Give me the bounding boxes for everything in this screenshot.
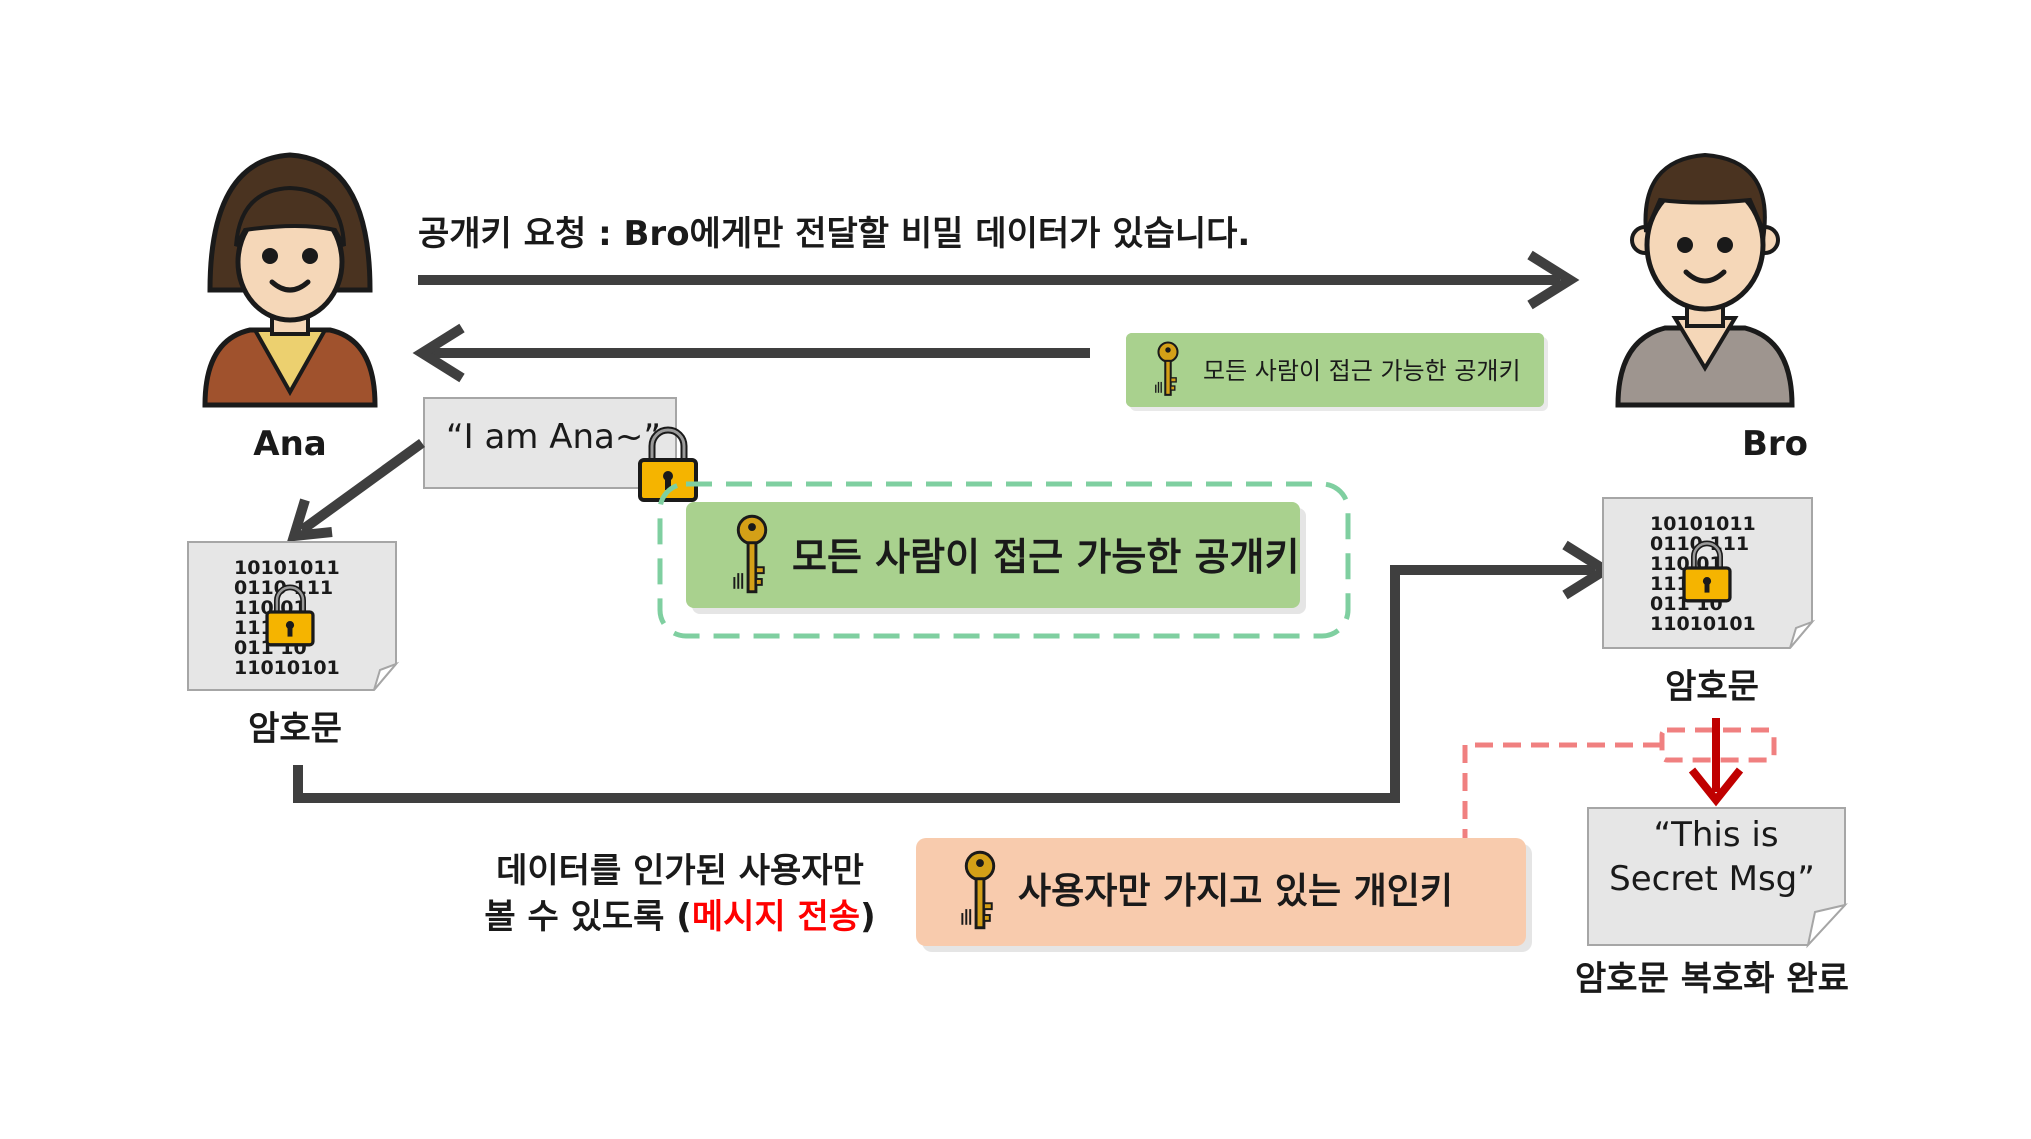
svg-text:11010101: 11010101 xyxy=(1650,613,1756,635)
public-key-large-label: 모든 사람이 접근 가능한 공개키 xyxy=(792,535,1299,579)
note-line2: 볼 수 있도록 (메시지 전송) xyxy=(484,897,875,937)
request-arrow xyxy=(418,250,1580,310)
public-key-small-label: 모든 사람이 접근 가능한 공개키 xyxy=(1203,357,1521,385)
svg-text:10101011: 10101011 xyxy=(1650,513,1756,535)
svg-text:11010101: 11010101 xyxy=(234,657,340,679)
public-key-badge-large: 모든 사람이 접근 가능한 공개키 xyxy=(686,502,1306,614)
note-line2-highlight: 메시지 전송 xyxy=(692,897,860,937)
decrypted-doc: “This is Secret Msg” xyxy=(1587,807,1848,949)
request-label: 공개키 요청 : Bro에게만 전달할 비밀 데이터가 있습니다. xyxy=(418,214,1250,254)
private-key-label: 사용자만 가지고 있는 개인키 xyxy=(1018,871,1453,912)
public-key-return-arrow xyxy=(412,323,1090,383)
ciphertext-doc-right: 10101011 0110 111 110 01 111 1 011 10 11… xyxy=(1602,497,1816,649)
public-key-dashed-frame xyxy=(657,481,1351,639)
ciphertext-right-label: 암호문 xyxy=(1665,667,1759,707)
private-key-dashed-connector xyxy=(1462,727,1777,875)
note-line1: 데이터를 인가된 사용자만 xyxy=(496,851,864,891)
public-key-badge-small: 모든 사람이 접근 가능한 공개키 xyxy=(1126,333,1548,411)
ciphertext-doc-left: 10101011 0110 111 110 01 111 1 011 10 11… xyxy=(187,541,400,691)
bro-label: Bro xyxy=(1742,424,1808,464)
cipher-bits: 10101011 0110 111 110 01 111 1 011 10 11… xyxy=(234,557,340,679)
note-line2-prefix: 볼 수 있도록 ( xyxy=(484,897,691,937)
ana-label: Ana xyxy=(253,424,326,464)
plaintext-label: “I am Ana~” xyxy=(446,417,661,457)
private-key-badge: 사용자만 가지고 있는 개인키 xyxy=(916,838,1532,952)
svg-text:10101011: 10101011 xyxy=(234,557,340,579)
encrypt-arrow xyxy=(287,438,425,542)
ciphertext-left-label: 암호문 xyxy=(248,709,342,749)
decrypted-line1: “This is xyxy=(1653,815,1778,855)
plaintext-box: “I am Ana~” xyxy=(423,397,677,489)
ana-avatar xyxy=(202,152,378,408)
decrypted-line2: Secret Msg” xyxy=(1609,859,1815,899)
decrypt-complete-label: 암호문 복호화 완료 xyxy=(1575,959,1849,999)
bro-avatar xyxy=(1615,152,1795,408)
decrypt-arrow xyxy=(1688,718,1744,807)
note-line2-suffix: ) xyxy=(860,897,876,937)
